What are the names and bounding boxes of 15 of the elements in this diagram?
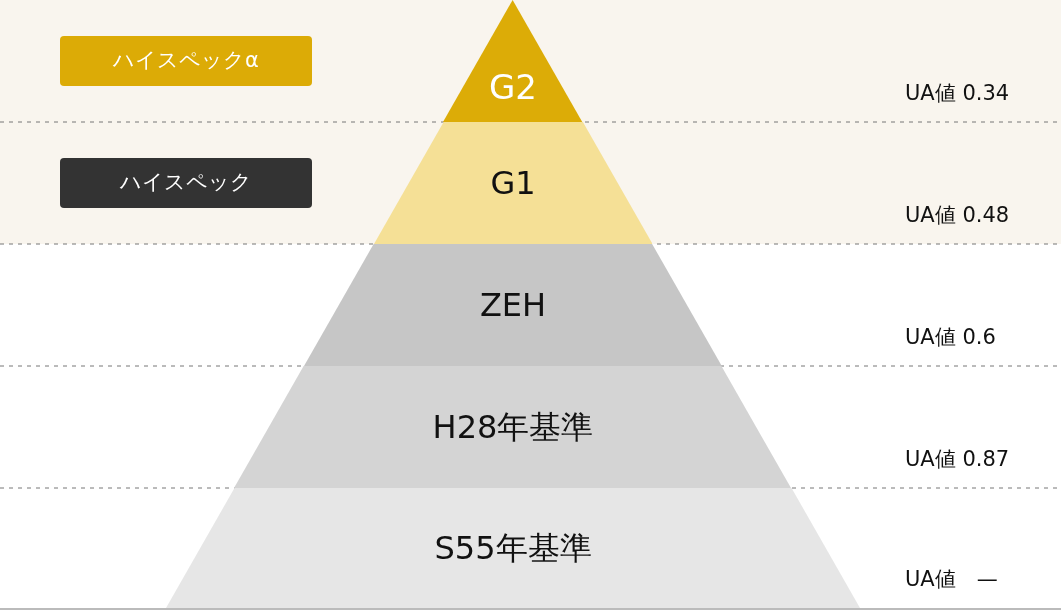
ua-value: UA値 — bbox=[905, 569, 998, 590]
tier-label: S55年基準 bbox=[434, 532, 592, 564]
pyramid-tier bbox=[234, 366, 792, 488]
ua-value: UA値 0.48 bbox=[905, 205, 1010, 226]
grade-badge: ハイスペックα bbox=[60, 36, 312, 86]
tier-label: G2 bbox=[489, 66, 537, 104]
ua-value: UA値 0.87 bbox=[905, 449, 1010, 470]
tier-label: H28年基準 bbox=[432, 411, 594, 443]
ua-value: UA値 0.34 bbox=[905, 83, 1010, 104]
grade-badge: ハイスペック bbox=[60, 158, 312, 208]
tier-label: G1 bbox=[490, 167, 536, 199]
tier-label: ZEH bbox=[479, 289, 547, 321]
pyramid-tier bbox=[166, 488, 860, 608]
ua-value: UA値 0.6 bbox=[905, 327, 996, 348]
pyramid-tier bbox=[373, 122, 653, 244]
